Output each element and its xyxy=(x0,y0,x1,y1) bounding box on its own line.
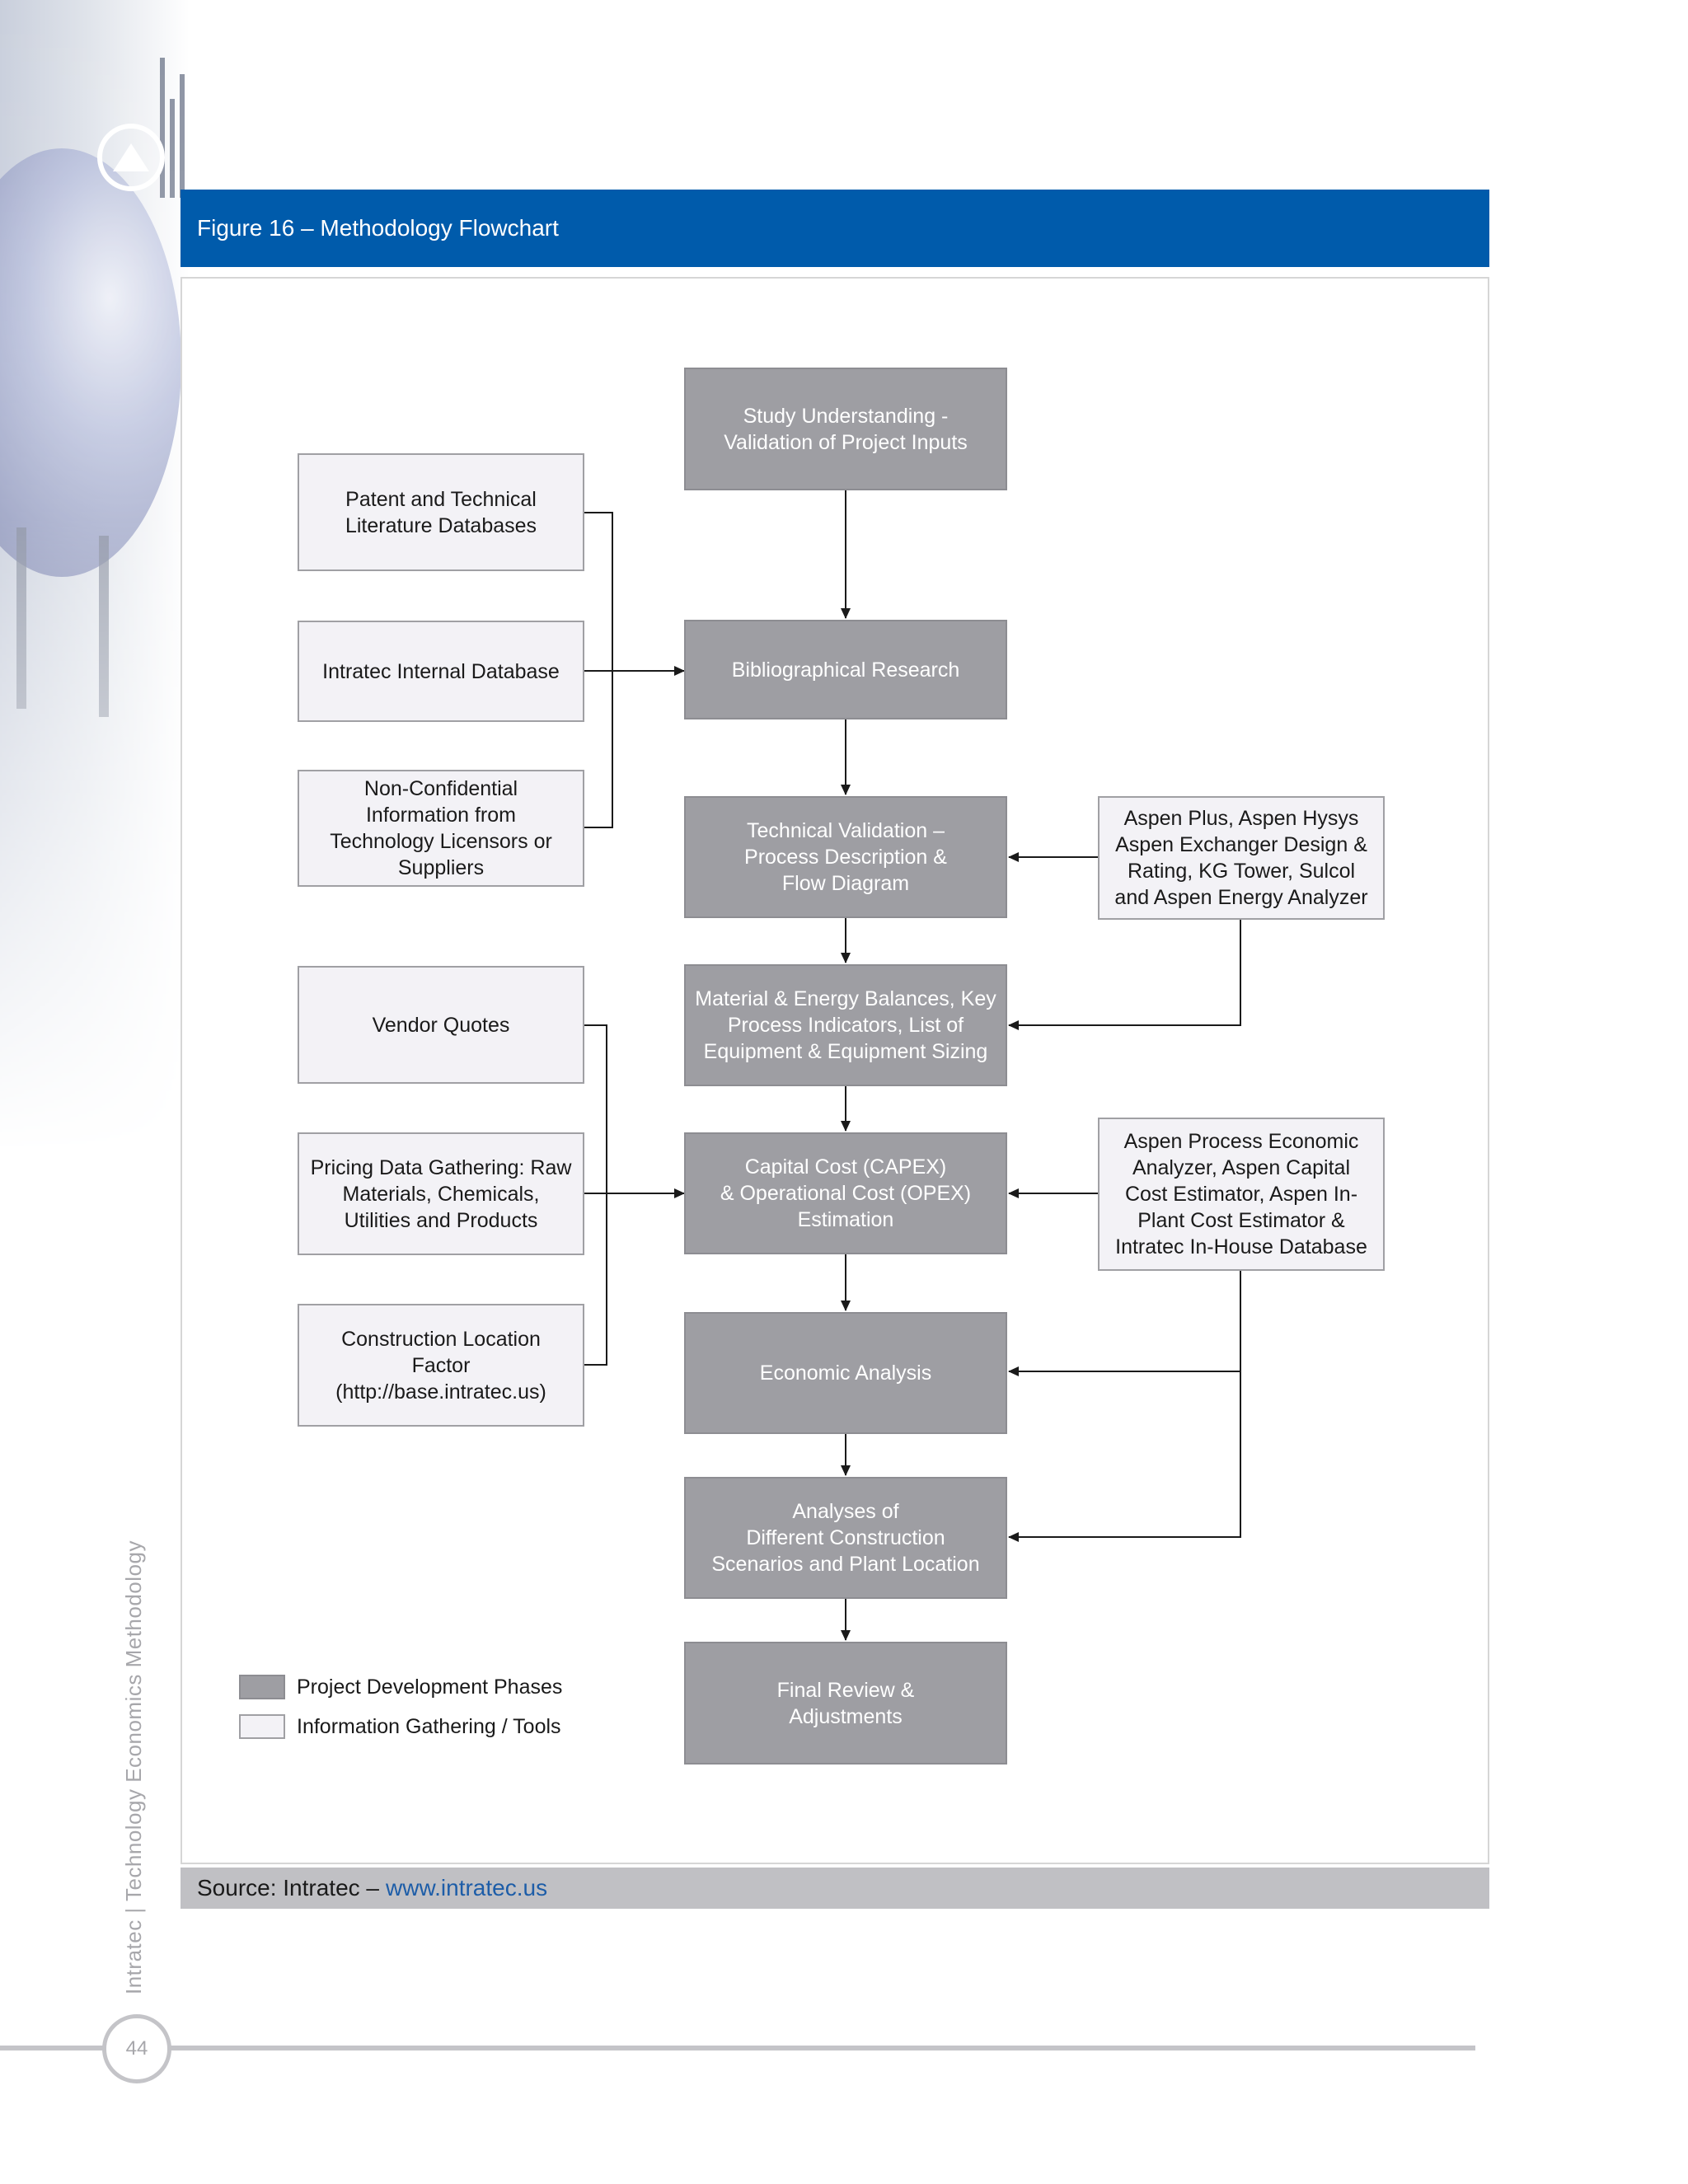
page-number: 44 xyxy=(102,2014,171,2083)
info-aspen-cost-tools: Aspen Process Economic Analyzer, Aspen C… xyxy=(1098,1118,1385,1271)
bracket-cost-sources xyxy=(583,1024,607,1366)
connector-aspen-sim-down xyxy=(1008,919,1241,1030)
legend-label-phases: Project Development Phases xyxy=(297,1675,563,1699)
tank-leg xyxy=(99,536,109,717)
info-pricing-data-gathering: Pricing Data Gathering: Raw Materials, C… xyxy=(298,1132,584,1255)
background-photo xyxy=(0,0,190,1154)
running-side-title: Intratec | Technology Economics Methodol… xyxy=(121,1540,146,1994)
phase-economic-analysis: Economic Analysis xyxy=(684,1312,1007,1434)
phase-material-energy-balances: Material & Energy Balances, Key Process … xyxy=(684,964,1007,1086)
info-non-confidential-information: Non-Confidential Information from Techno… xyxy=(298,770,584,887)
info-vendor-quotes: Vendor Quotes xyxy=(298,966,584,1084)
source-bar: Source: Intratec – www.intratec.us xyxy=(181,1868,1489,1909)
phase-final-review: Final Review & Adjustments xyxy=(684,1642,1007,1765)
intratec-logo-icon xyxy=(97,124,165,191)
legend-label-info: Information Gathering / Tools xyxy=(297,1715,561,1738)
tank-leg xyxy=(16,527,26,709)
phase-technical-validation: Technical Validation – Process Descripti… xyxy=(684,796,1007,918)
info-patent-literature-databases: Patent and Technical Literature Database… xyxy=(298,453,584,571)
source-label: Source: Intratec – xyxy=(197,1875,380,1900)
info-construction-location-factor: Construction Location Factor (http://bas… xyxy=(298,1304,584,1427)
source-link[interactable]: www.intratec.us xyxy=(386,1875,548,1900)
figure-title: Figure 16 – Methodology Flowchart xyxy=(181,190,1489,267)
info-intratec-internal-database: Intratec Internal Database xyxy=(298,621,584,722)
phase-capex-opex-estimation: Capital Cost (CAPEX) & Operational Cost … xyxy=(684,1132,1007,1254)
phase-study-understanding: Study Understanding - Validation of Proj… xyxy=(684,368,1007,490)
page-bottom-rule xyxy=(0,2046,1475,2050)
legend-swatch-phases xyxy=(239,1675,285,1699)
tower-silhouette xyxy=(157,58,190,198)
info-aspen-simulation-tools: Aspen Plus, Aspen Hysys Aspen Exchanger … xyxy=(1098,796,1385,920)
phase-scenario-analyses: Analyses of Different Construction Scena… xyxy=(684,1477,1007,1599)
phase-bibliographical-research: Bibliographical Research xyxy=(684,620,1007,719)
legend-swatch-info xyxy=(239,1714,285,1739)
